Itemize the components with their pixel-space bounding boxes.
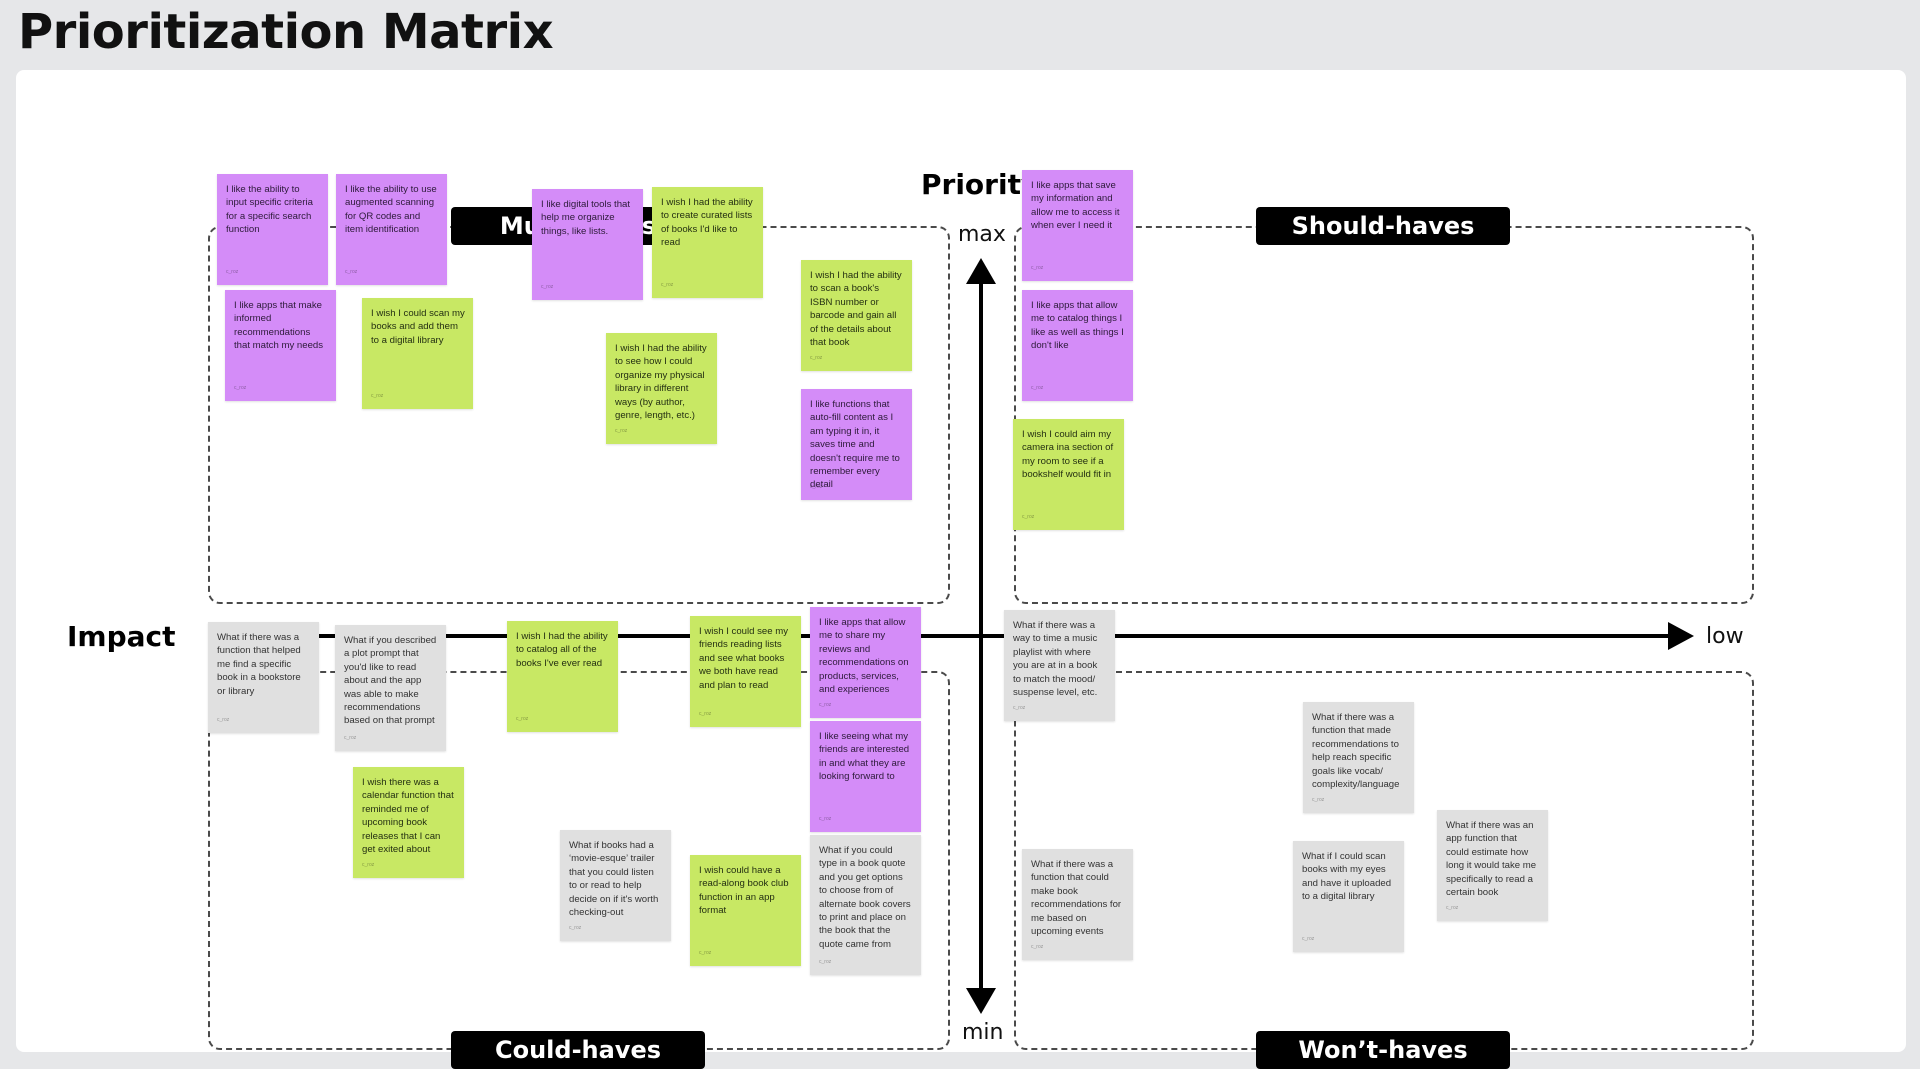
note-text: What if you described a plot prompt that… [344, 635, 437, 727]
note-author: c_roz [819, 701, 832, 708]
note-text: I like apps that make informed recommend… [234, 300, 324, 352]
sticky-note[interactable]: What if you could type in a book quote a… [810, 835, 921, 975]
note-text: I like the ability to use augmented scan… [345, 184, 437, 236]
note-author: c_roz [371, 392, 384, 399]
impact-axis-line [286, 634, 1676, 638]
note-text: What if there was a function that helped… [217, 632, 301, 697]
note-text: I like apps that save my information and… [1031, 180, 1120, 232]
note-author: c_roz [362, 861, 375, 868]
note-author: c_roz [1446, 904, 1459, 911]
note-author: c_roz [1031, 264, 1044, 271]
note-text: What if there was a function that could … [1031, 859, 1122, 938]
note-text: I like functions that auto-fill content … [810, 399, 900, 491]
note-author: c_roz [541, 283, 554, 290]
note-author: c_roz [217, 716, 230, 723]
note-author: c_roz [1031, 943, 1044, 950]
note-author: c_roz [1013, 704, 1026, 711]
note-text: What if there was a way to time a music … [1013, 620, 1098, 699]
axis-label-max: max [954, 222, 1010, 247]
note-author: c_roz [516, 715, 529, 722]
priority-axis-line [979, 280, 983, 996]
note-author: c_roz [819, 815, 832, 822]
sticky-note[interactable]: What if books had a ‘movie-esque’ traile… [560, 830, 671, 941]
note-author: c_roz [819, 958, 832, 965]
label-wont-haves: Won’t-haves [1256, 1031, 1510, 1069]
label-should-haves: Should-haves [1256, 207, 1510, 245]
note-author: c_roz [226, 268, 239, 275]
sticky-note[interactable]: What if there was a function that could … [1022, 849, 1133, 960]
sticky-note[interactable]: I like digital tools that help me organi… [532, 189, 643, 300]
note-text: What if there was a function that made r… [1312, 712, 1400, 791]
sticky-note[interactable]: I wish I had the ability to see how I co… [606, 333, 717, 444]
sticky-note[interactable]: I like apps that allow me to catalog thi… [1022, 290, 1133, 401]
axis-label-min: min [958, 1020, 1008, 1045]
sticky-note[interactable]: I wish I could scan my books and add the… [362, 298, 473, 409]
sticky-note[interactable]: I wish I had the ability to catalog all … [507, 621, 618, 732]
sticky-note[interactable]: I like functions that auto-fill content … [801, 389, 912, 500]
note-author: c_roz [1302, 935, 1315, 942]
sticky-note[interactable]: I like the ability to use augmented scan… [336, 174, 447, 285]
note-text: I wish I had the ability to catalog all … [516, 631, 608, 669]
sticky-note[interactable]: I like apps that save my information and… [1022, 170, 1133, 281]
note-text: I wish could have a read-along book club… [699, 865, 789, 917]
note-author: c_roz [1022, 513, 1035, 520]
note-text: I wish I could scan my books and add the… [371, 308, 465, 346]
note-text: I wish there was a calendar function tha… [362, 777, 454, 856]
note-text: I wish I had the ability to scan a book'… [810, 270, 902, 349]
note-text: I wish I had the ability to see how I co… [615, 343, 707, 422]
note-author: c_roz [810, 354, 823, 361]
sticky-note[interactable]: I wish I had the ability to create curat… [652, 187, 763, 298]
sticky-note[interactable]: I wish I could aim my camera ina section… [1013, 419, 1124, 530]
sticky-note[interactable]: What if there was a function that helped… [208, 622, 319, 733]
sticky-note[interactable]: I like apps that allow me to share my re… [810, 607, 921, 718]
arrow-down-icon [966, 988, 996, 1014]
note-text: I wish I could see my friends reading li… [699, 626, 789, 691]
note-author: c_roz [661, 281, 674, 288]
note-text: What if books had a ‘movie-esque’ traile… [569, 840, 659, 919]
arrow-up-icon [966, 258, 996, 284]
note-author: c_roz [569, 924, 582, 931]
sticky-note[interactable]: What if you described a plot prompt that… [335, 625, 446, 751]
note-author: c_roz [810, 483, 823, 490]
note-text: I wish I could aim my camera ina section… [1022, 429, 1114, 481]
sticky-note[interactable]: I like apps that make informed recommend… [225, 290, 336, 401]
axis-label-low: low [1702, 624, 1748, 649]
arrow-right-icon [1668, 622, 1694, 650]
sticky-note[interactable]: I like seeing what my friends are intere… [810, 721, 921, 832]
sticky-note[interactable]: I like the ability to input specific cri… [217, 174, 328, 285]
quadrant-should-haves [1014, 226, 1754, 604]
label-could-haves: Could-haves [451, 1031, 705, 1069]
note-author: c_roz [344, 734, 357, 741]
sticky-note[interactable]: I wish there was a calendar function tha… [353, 767, 464, 878]
note-text: I wish I had the ability to create curat… [661, 197, 753, 249]
note-text: I like seeing what my friends are intere… [819, 731, 910, 783]
sticky-note[interactable]: What if there was a way to time a music … [1004, 610, 1115, 721]
note-text: I like apps that allow me to share my re… [819, 617, 909, 696]
impact-axis-title: Impact [67, 620, 176, 653]
note-text: I like the ability to input specific cri… [226, 184, 313, 236]
note-author: c_roz [1031, 384, 1044, 391]
note-text: What if you could type in a book quote a… [819, 845, 911, 950]
note-author: c_roz [699, 710, 712, 717]
note-author: c_roz [234, 384, 247, 391]
sticky-note[interactable]: What if I could scan books with my eyes … [1293, 841, 1404, 952]
page-title: Prioritization Matrix [18, 4, 554, 60]
sticky-note[interactable]: I wish I had the ability to scan a book'… [801, 260, 912, 371]
note-text: What if there was an app function that c… [1446, 820, 1537, 899]
sticky-note[interactable]: I wish I could see my friends reading li… [690, 616, 801, 727]
sticky-note[interactable]: What if there was a function that made r… [1303, 702, 1414, 813]
note-author: c_roz [699, 949, 712, 956]
matrix-board: Priority Impact max min high low Must-ha… [16, 70, 1906, 1069]
note-author: c_roz [345, 268, 358, 275]
sticky-note[interactable]: What if there was an app function that c… [1437, 810, 1548, 921]
note-text: What if I could scan books with my eyes … [1302, 851, 1392, 903]
sticky-note[interactable]: I wish could have a read-along book club… [690, 855, 801, 966]
note-author: c_roz [1312, 796, 1325, 803]
note-author: c_roz [615, 427, 628, 434]
priority-axis-title: Priority [921, 168, 1040, 201]
note-text: I like apps that allow me to catalog thi… [1031, 300, 1124, 352]
note-text: I like digital tools that help me organi… [541, 199, 631, 237]
